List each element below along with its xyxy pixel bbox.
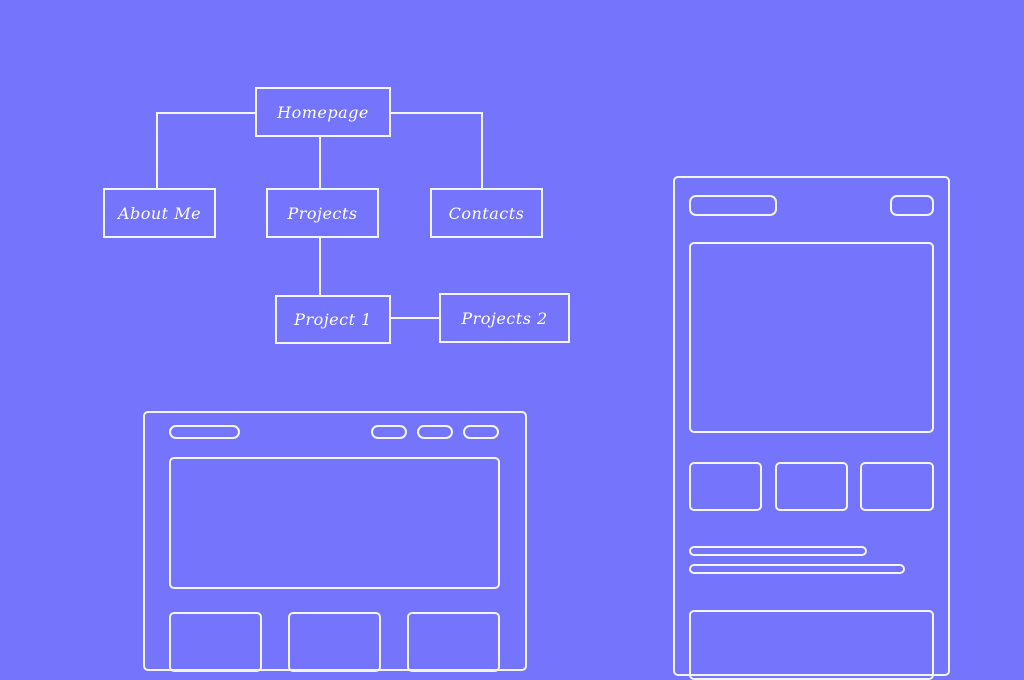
connector-home-right-horizontal <box>389 112 483 114</box>
desktop-card-placeholder-1 <box>169 612 262 672</box>
node-label: Projects <box>287 203 358 223</box>
sitemap-node-project-1: Project 1 <box>275 295 391 344</box>
node-label: Homepage <box>277 102 369 122</box>
desktop-logo-placeholder <box>169 425 240 439</box>
connector-project1-project2-horizontal <box>389 317 440 319</box>
node-label: About Me <box>117 203 202 223</box>
node-label: Projects 2 <box>461 308 548 328</box>
sitemap-node-homepage: Homepage <box>255 87 391 137</box>
connector-home-contacts-vertical <box>481 112 483 189</box>
connector-home-aboutme-vertical <box>156 112 158 189</box>
mobile-text-line-placeholder-2 <box>689 564 905 574</box>
mobile-card-placeholder-1 <box>689 462 762 511</box>
mobile-card-placeholder-2 <box>775 462 848 511</box>
sitemap-node-projects: Projects <box>266 188 379 238</box>
mobile-content-block-placeholder <box>689 610 934 680</box>
mobile-logo-placeholder <box>689 195 777 216</box>
mobile-card-placeholder-3 <box>860 462 934 511</box>
node-label: Contacts <box>448 203 525 223</box>
desktop-card-placeholder-2 <box>288 612 381 672</box>
connector-home-projects-vertical <box>319 135 321 189</box>
desktop-hero-placeholder <box>169 457 500 589</box>
desktop-card-placeholder-3 <box>407 612 500 672</box>
mobile-hero-placeholder <box>689 242 934 433</box>
sitemap-node-projects-2: Projects 2 <box>439 293 570 343</box>
sitemap-node-about-me: About Me <box>103 188 216 238</box>
sitemap-node-contacts: Contacts <box>430 188 543 238</box>
connector-projects-project1-vertical <box>319 236 321 296</box>
mobile-menu-placeholder <box>890 195 934 216</box>
desktop-nav-placeholder-1 <box>371 425 407 439</box>
mobile-text-line-placeholder-1 <box>689 546 867 556</box>
desktop-nav-placeholder-2 <box>417 425 453 439</box>
desktop-nav-placeholder-3 <box>463 425 499 439</box>
node-label: Project 1 <box>294 310 372 329</box>
connector-home-left-horizontal <box>156 112 256 114</box>
